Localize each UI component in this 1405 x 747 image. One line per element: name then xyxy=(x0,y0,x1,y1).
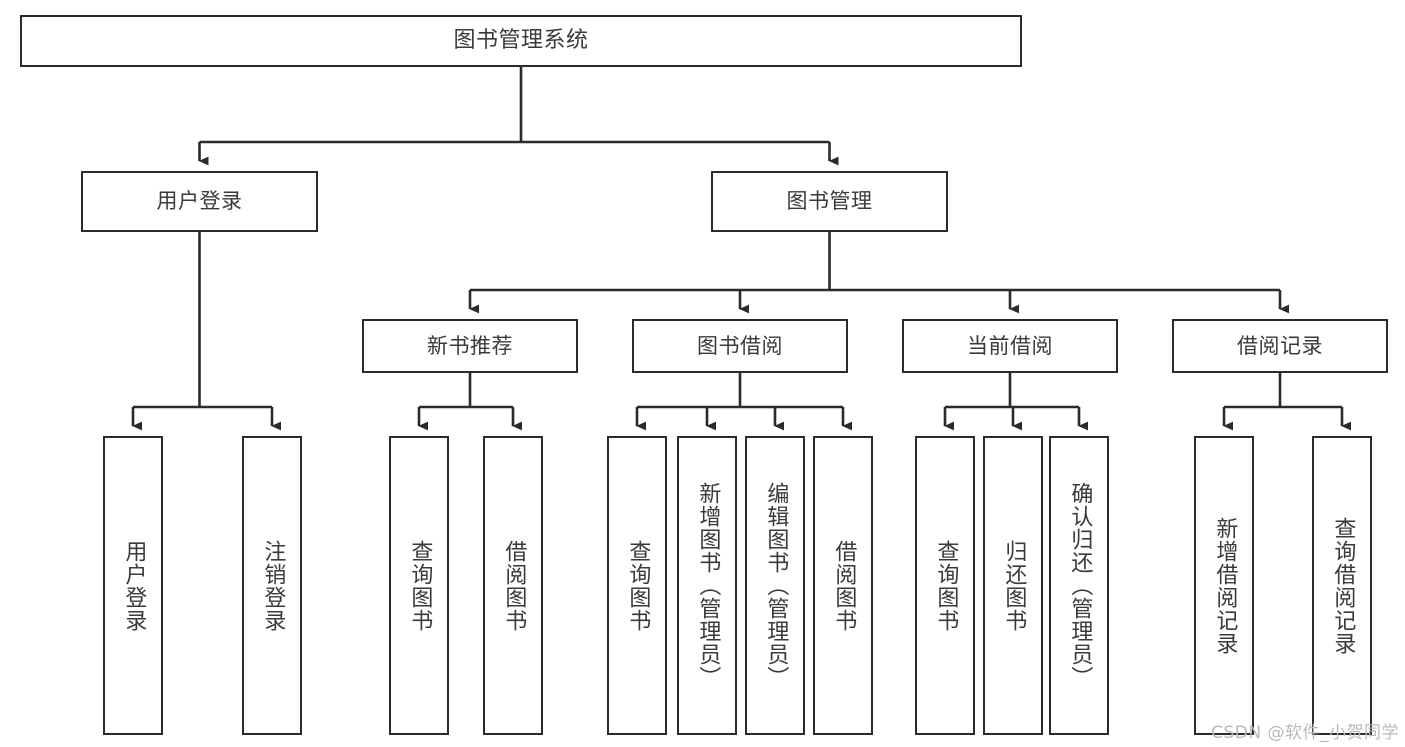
node-n2[interactable]: 借阅图书 xyxy=(483,436,543,735)
node-b3[interactable]: 编辑图书（管理员） xyxy=(745,436,805,735)
edge-bus-borrow xyxy=(637,373,843,409)
node-login[interactable]: 用户登录 xyxy=(81,171,318,232)
edge-bus-root xyxy=(199,67,830,144)
node-n1[interactable]: 查询图书 xyxy=(389,436,449,735)
node-root[interactable]: 图书管理系统 xyxy=(20,15,1022,67)
node-r1[interactable]: 新增借阅记录 xyxy=(1194,436,1254,735)
edge-bus-records xyxy=(1224,373,1342,409)
node-label: 当前借阅 xyxy=(967,333,1053,358)
watermark-text: CSDN @软件_小贺同学 xyxy=(1211,723,1399,743)
node-label: 用户登录 xyxy=(156,189,243,214)
node-borrow[interactable]: 图书借阅 xyxy=(632,319,848,373)
node-label: 借阅图书 xyxy=(831,539,857,632)
node-label: 新增借阅记录 xyxy=(1212,516,1238,655)
node-label: 查询借阅记录 xyxy=(1330,516,1356,655)
node-c2[interactable]: 归还图书 xyxy=(983,436,1043,735)
node-label: 图书借阅 xyxy=(697,333,783,358)
node-c3[interactable]: 确认归还（管理员） xyxy=(1049,436,1109,735)
node-label: 查询图书 xyxy=(933,539,959,632)
node-label: 查询图书 xyxy=(625,539,651,632)
node-c1[interactable]: 查询图书 xyxy=(915,436,975,735)
node-records[interactable]: 借阅记录 xyxy=(1172,319,1388,373)
node-current[interactable]: 当前借阅 xyxy=(902,319,1118,373)
node-label: 借阅图书 xyxy=(501,539,527,632)
node-label: 新增图书（管理员） xyxy=(695,482,721,689)
node-r2[interactable]: 查询借阅记录 xyxy=(1312,436,1372,735)
node-newbook[interactable]: 新书推荐 xyxy=(362,319,578,373)
node-label: 图书管理 xyxy=(786,189,873,214)
edge-bus-newbook xyxy=(419,373,513,409)
node-b2[interactable]: 新增图书（管理员） xyxy=(677,436,737,735)
edge-bus-current xyxy=(945,373,1079,409)
node-label: 注销登录 xyxy=(260,539,286,632)
node-label: 图书管理系统 xyxy=(453,28,589,54)
node-label: 用户登录 xyxy=(121,539,147,632)
edge-bus-bookmgmt xyxy=(470,232,1280,292)
node-l2[interactable]: 注销登录 xyxy=(242,436,302,735)
node-b4[interactable]: 借阅图书 xyxy=(813,436,873,735)
node-b1[interactable]: 查询图书 xyxy=(607,436,667,735)
node-bookmgmt[interactable]: 图书管理 xyxy=(711,171,948,232)
node-l1[interactable]: 用户登录 xyxy=(103,436,163,735)
node-label: 借阅记录 xyxy=(1237,333,1323,358)
node-label: 归还图书 xyxy=(1001,539,1027,632)
edge-bus-login xyxy=(133,232,272,409)
node-label: 确认归还（管理员） xyxy=(1067,482,1093,689)
node-label: 编辑图书（管理员） xyxy=(763,482,789,689)
node-label: 新书推荐 xyxy=(427,333,513,358)
node-label: 查询图书 xyxy=(407,539,433,632)
